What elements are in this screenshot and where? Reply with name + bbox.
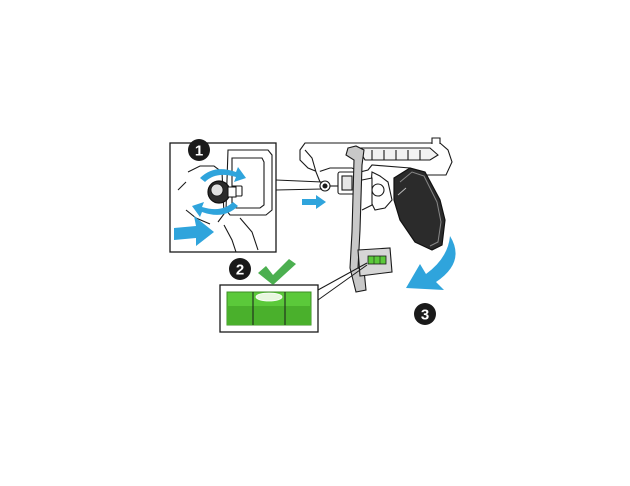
door-panel [393, 167, 446, 251]
step-badge-1: 1 [188, 139, 210, 161]
inset-knob-detail [169, 142, 277, 253]
step-badge-3: 3 [414, 303, 436, 325]
rotate-arrows-icon [192, 167, 246, 217]
machine-body [299, 137, 453, 211]
level-bubble [255, 292, 283, 302]
knob-small [319, 171, 357, 195]
step-number-2: 2 [236, 262, 244, 279]
callout-lines [275, 179, 368, 301]
step-number-1: 1 [195, 143, 203, 160]
checkmark-icon [258, 259, 296, 285]
adjustment-knob [207, 180, 237, 204]
push-arrow-icon [174, 216, 214, 246]
level-bracket [345, 145, 393, 293]
step-badge-2: 2 [229, 258, 251, 280]
step-number-3: 3 [421, 307, 429, 324]
inset-bubble-level [219, 284, 319, 333]
tilt-arrow-icon [406, 236, 456, 290]
push-arrow-icon [302, 195, 326, 209]
